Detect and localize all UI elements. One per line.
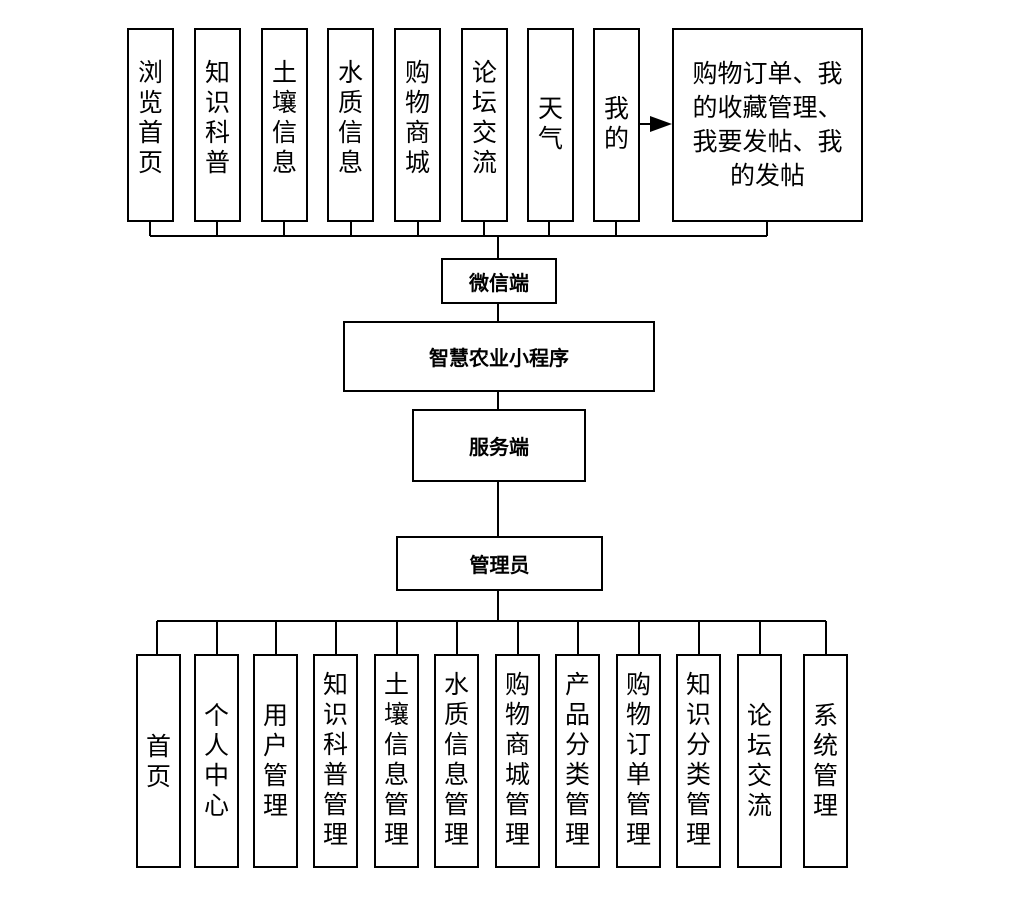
wechat-client-box: 微信端 <box>441 258 557 304</box>
wechat-feature-label: 购物商城 <box>404 59 430 177</box>
admin-feature-category-mgmt: 产品分类管理 <box>555 654 600 868</box>
mini-program-label: 智慧农业小程序 <box>429 348 569 370</box>
admin-feature-label: 个人中心 <box>203 702 229 820</box>
admin-feature-label: 知识科普管理 <box>322 671 348 849</box>
admin-box: 管理员 <box>396 536 603 591</box>
wechat-feature-forum: 论坛交流 <box>461 28 508 222</box>
admin-feature-label: 购物订单管理 <box>625 671 651 849</box>
admin-feature-mall-mgmt: 购物商城管理 <box>495 654 540 868</box>
admin-feature-forum: 论坛交流 <box>737 654 782 868</box>
admin-feature-label: 论坛交流 <box>746 702 772 820</box>
admin-feature-label: 产品分类管理 <box>564 671 590 849</box>
wechat-feature-knowledge: 知识科普 <box>194 28 241 222</box>
mine-detail-box: 购物订单、我的收藏管理、我要发帖、我的发帖 <box>672 28 863 222</box>
wechat-feature-label: 我的 <box>603 95 629 153</box>
wechat-feature-mall: 购物商城 <box>394 28 441 222</box>
admin-label: 管理员 <box>469 555 530 577</box>
admin-feature-knowledge-category-mgmt: 知识分类管理 <box>676 654 721 868</box>
admin-feature-label: 知识分类管理 <box>685 671 711 849</box>
admin-feature-order-mgmt: 购物订单管理 <box>616 654 661 868</box>
mini-program-box: 智慧农业小程序 <box>343 321 655 392</box>
admin-feature-label: 土壤信息管理 <box>383 671 409 849</box>
admin-feature-label: 首页 <box>145 733 171 791</box>
server-box: 服务端 <box>412 409 586 482</box>
mine-detail-text: 购物订单、我的收藏管理、我要发帖、我的发帖 <box>692 60 843 190</box>
admin-feature-label: 用户管理 <box>262 702 288 820</box>
wechat-feature-weather: 天气 <box>527 28 574 222</box>
admin-feature-knowledge-mgmt: 知识科普管理 <box>313 654 358 868</box>
wechat-feature-label: 天气 <box>537 95 563 153</box>
admin-feature-system-mgmt: 系统管理 <box>803 654 848 868</box>
admin-feature-user-mgmt: 用户管理 <box>253 654 298 868</box>
admin-feature-soil-mgmt: 土壤信息管理 <box>374 654 419 868</box>
server-label: 服务端 <box>469 437 529 459</box>
wechat-feature-soil: 土壤信息 <box>261 28 308 222</box>
admin-feature-label: 购物商城管理 <box>504 671 530 849</box>
wechat-feature-label: 水质信息 <box>337 59 363 177</box>
wechat-feature-label: 土壤信息 <box>271 59 297 177</box>
admin-feature-label: 水质信息管理 <box>443 671 469 849</box>
admin-feature-water-mgmt: 水质信息管理 <box>434 654 479 868</box>
admin-feature-home: 首页 <box>136 654 181 868</box>
wechat-feature-label: 论坛交流 <box>471 59 497 177</box>
admin-feature-personal-center: 个人中心 <box>194 654 239 868</box>
wechat-feature-label: 浏览首页 <box>137 59 163 177</box>
admin-feature-label: 系统管理 <box>812 702 838 820</box>
wechat-client-label: 微信端 <box>469 272 529 295</box>
wechat-feature-water: 水质信息 <box>327 28 374 222</box>
wechat-feature-browse-home: 浏览首页 <box>127 28 174 222</box>
wechat-feature-label: 知识科普 <box>204 59 230 177</box>
wechat-feature-mine: 我的 <box>593 28 640 222</box>
